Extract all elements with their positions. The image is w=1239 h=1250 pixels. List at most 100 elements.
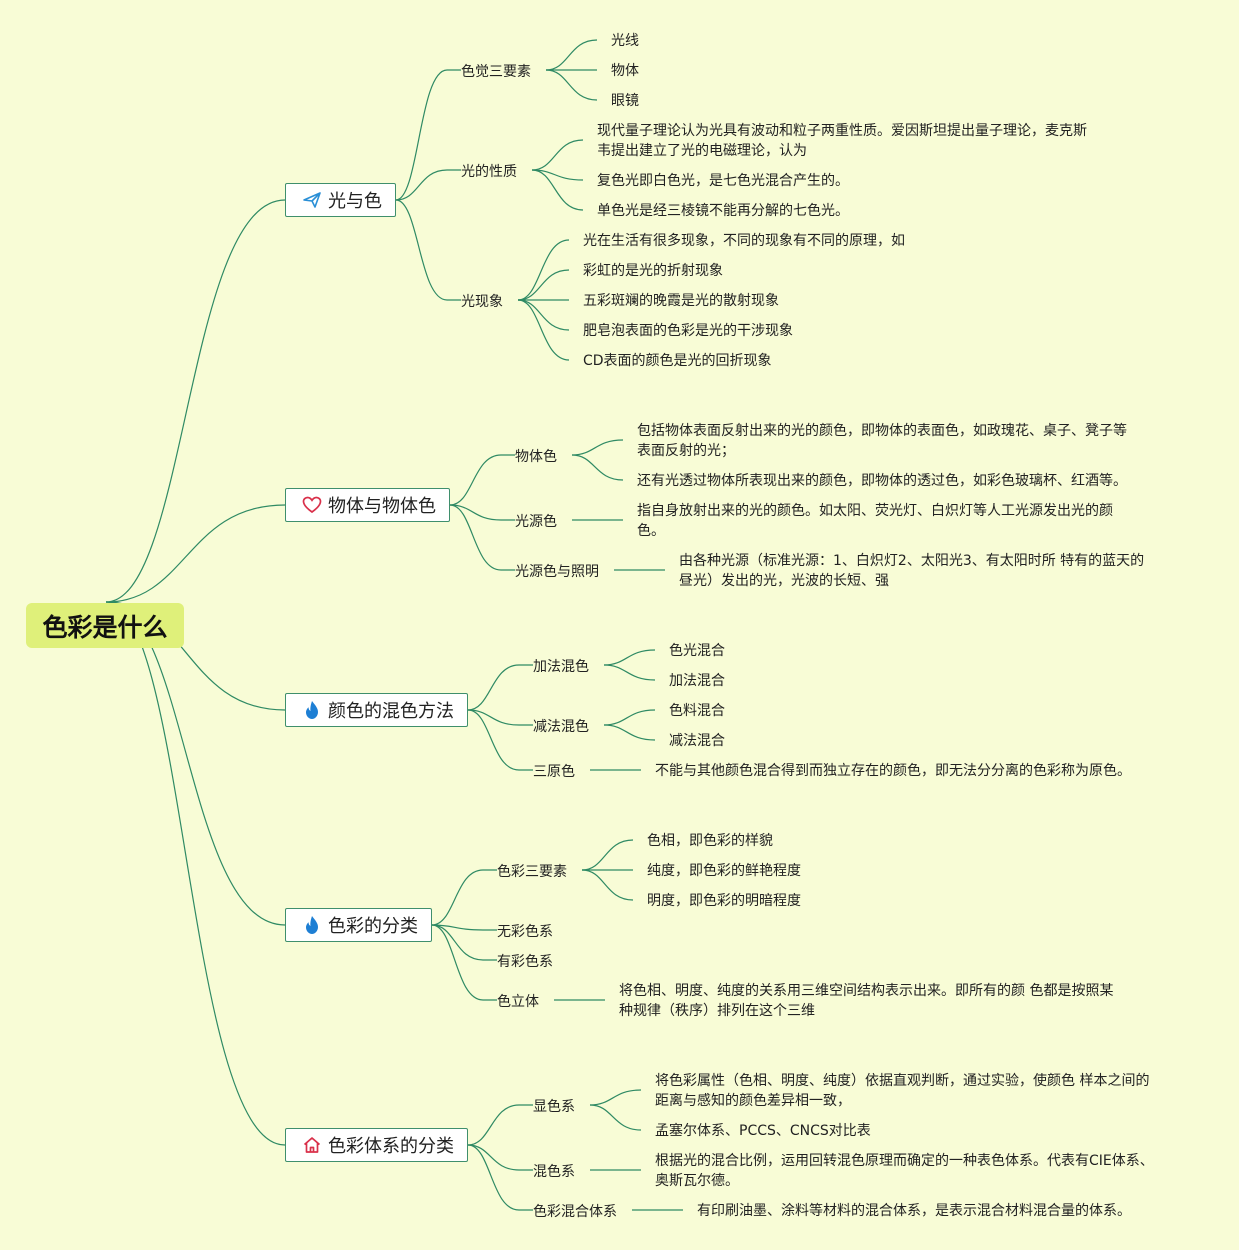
- connector: [395, 69, 461, 201]
- connector: [531, 169, 584, 211]
- topic-source-color-and-lighting[interactable]: 光源色与照明: [515, 564, 599, 580]
- topic-color-appearance-system[interactable]: 显色系: [533, 1099, 575, 1115]
- connector: [603, 664, 656, 681]
- connector: [589, 1089, 642, 1106]
- leaf-pigment-mixing[interactable]: 色料混合: [669, 703, 725, 719]
- heart-icon: [302, 496, 322, 514]
- leaf-primary-definition[interactable]: 不能与其他颜色混合得到而独立存在的颜色，即无法分分离的色彩称为原色。: [655, 763, 1131, 779]
- topic-additive-mixing[interactable]: 加法混色: [533, 659, 589, 675]
- topic-chromatic[interactable]: 有彩色系: [497, 954, 553, 970]
- branch-label: 颜色的混色方法: [328, 701, 454, 722]
- leaf-hue[interactable]: 色相，即色彩的样貌: [647, 833, 773, 849]
- connector: [517, 299, 570, 361]
- connector: [395, 169, 461, 201]
- leaf-light-ray[interactable]: 光线: [611, 33, 639, 49]
- connector: [545, 39, 598, 71]
- leaf-color-solid-definition[interactable]: 将色相、明度、纯度的关系用三维空间结构表示出来。即所有的颜 色都是按照某种规律（…: [619, 983, 1114, 1019]
- branch-color-system-classification[interactable]: 色彩体系的分类: [285, 1128, 468, 1162]
- paper-plane-icon: [303, 192, 321, 208]
- connector: [105, 601, 286, 926]
- topic-object-color[interactable]: 物体色: [515, 449, 557, 465]
- leaf-lightness[interactable]: 明度，即色彩的明暗程度: [647, 893, 801, 909]
- leaf-subtractive-mix[interactable]: 减法混合: [669, 733, 725, 749]
- connector: [467, 1104, 533, 1146]
- leaf-munsell-pccs-cncs[interactable]: 孟塞尔体系、PCCS、CNCS对比表: [655, 1123, 871, 1139]
- topic-color-mixing-system[interactable]: 混色系: [533, 1164, 575, 1180]
- connector: [105, 504, 286, 603]
- topic-colorant-mixing-system[interactable]: 色彩混合体系: [533, 1204, 617, 1220]
- connector: [431, 924, 497, 1001]
- branch-object-and-object-color[interactable]: 物体与物体色: [285, 488, 450, 522]
- leaf-cd-surface[interactable]: CD表面的颜色是光的回折现象: [583, 353, 772, 369]
- leaf-standard-light-sources[interactable]: 由各种光源（标准光源：1、白炽灯2、太阳光3、有太阳时所 特有的蓝天的昼光）发出…: [679, 553, 1145, 589]
- topic-color-solid[interactable]: 色立体: [497, 994, 539, 1010]
- connector: [467, 709, 533, 771]
- connector: [545, 69, 598, 101]
- branch-label: 物体与物体色: [328, 496, 436, 517]
- topic-three-color-elements[interactable]: 色彩三要素: [497, 864, 567, 880]
- topic-color-vision-elements[interactable]: 色觉三要素: [461, 64, 531, 80]
- connector: [603, 724, 656, 741]
- leaf-ink-paint-mixing[interactable]: 有印刷油墨、涂料等材料的混合体系，是表示混合材料混合量的体系。: [697, 1203, 1131, 1219]
- connector: [467, 709, 533, 726]
- leaf-eye[interactable]: 眼镜: [611, 93, 639, 109]
- connector: [431, 924, 497, 931]
- topic-subtractive-mixing[interactable]: 减法混色: [533, 719, 589, 735]
- connector: [517, 239, 570, 301]
- root-topic-label: 色彩是什么: [42, 612, 168, 642]
- leaf-saturation[interactable]: 纯度，即色彩的鲜艳程度: [647, 863, 801, 879]
- leaf-object[interactable]: 物体: [611, 63, 639, 79]
- leaf-appearance-definition[interactable]: 将色彩属性（色相、明度、纯度）依据直观判断，通过实验，使颜色 样本之间的距离与感…: [655, 1073, 1150, 1109]
- leaf-surface-color[interactable]: 包括物体表面反射出来的光的颜色，即物体的表面色，如政瑰花、桌子、凳子等表面反射的…: [637, 423, 1127, 459]
- connector: [395, 199, 461, 301]
- leaf-emitted-light[interactable]: 指自身放射出来的光的颜色。如太阳、荧光灯、白炽灯等人工光源发出光的颜色。: [637, 503, 1113, 539]
- leaf-quantum-theory[interactable]: 现代量子理论认为光具有波动和粒子两重性质。爱因斯坦提出量子理论，麦克斯韦提出建立…: [597, 123, 1087, 159]
- connector: [571, 454, 624, 481]
- connector: [105, 601, 286, 1146]
- connector: [467, 664, 533, 711]
- leaf-additive-mix[interactable]: 加法混合: [669, 673, 725, 689]
- connector: [431, 924, 497, 961]
- connector: [449, 454, 515, 506]
- connector: [449, 504, 515, 571]
- connector: [603, 709, 656, 726]
- branch-color-classification[interactable]: 色彩的分类: [285, 908, 432, 942]
- leaf-sunset-glow[interactable]: 五彩斑斓的晚霞是光的散射现象: [583, 293, 779, 309]
- branch-label: 色彩体系的分类: [328, 1136, 454, 1157]
- branch-label: 光与色: [328, 191, 382, 212]
- connector: [449, 504, 515, 521]
- connector: [431, 869, 497, 926]
- connector: [467, 1144, 533, 1211]
- topic-nature-of-light[interactable]: 光的性质: [461, 164, 517, 180]
- leaf-monochromatic-light[interactable]: 单色光是经三棱镜不能再分解的七色光。: [597, 203, 849, 219]
- topic-light-phenomena[interactable]: 光现象: [461, 294, 503, 310]
- connector: [571, 439, 624, 456]
- topic-light-source-color[interactable]: 光源色: [515, 514, 557, 530]
- connector: [531, 139, 584, 171]
- branch-light-and-color[interactable]: 光与色: [285, 183, 396, 217]
- root-topic[interactable]: 色彩是什么: [26, 603, 184, 648]
- leaf-phenomena-intro[interactable]: 光在生活有很多现象，不同的现象有不同的原理，如: [583, 233, 905, 249]
- branch-label: 色彩的分类: [328, 916, 418, 937]
- topic-primary-colors[interactable]: 三原色: [533, 764, 575, 780]
- leaf-light-mixing[interactable]: 色光混合: [669, 643, 725, 659]
- leaf-cie-ostwald[interactable]: 根据光的混合比例，运用回转混色原理而确定的一种表色体系。代表有CIE体系、奥斯瓦…: [655, 1153, 1154, 1189]
- home-icon: [303, 1137, 321, 1153]
- connector: [589, 1104, 642, 1131]
- leaf-rainbow[interactable]: 彩虹的是光的折射现象: [583, 263, 723, 279]
- topic-achromatic[interactable]: 无彩色系: [497, 924, 553, 940]
- connector: [581, 839, 634, 871]
- flame-icon: [306, 701, 318, 719]
- connector: [581, 869, 634, 901]
- leaf-transmitted-color[interactable]: 还有光透过物体所表现出来的颜色，即物体的透过色，如彩色玻璃杯、红酒等。: [637, 473, 1127, 489]
- connector: [467, 1144, 533, 1171]
- connector: [517, 299, 570, 331]
- connector: [603, 649, 656, 666]
- connector: [105, 199, 286, 603]
- flame-icon: [306, 916, 318, 934]
- leaf-white-light[interactable]: 复色光即白色光，是七色光混合产生的。: [597, 173, 849, 189]
- leaf-soap-bubble[interactable]: 肥皂泡表面的色彩是光的干涉现象: [583, 323, 793, 339]
- branch-color-mixing-methods[interactable]: 颜色的混色方法: [285, 693, 468, 727]
- connector: [517, 269, 570, 301]
